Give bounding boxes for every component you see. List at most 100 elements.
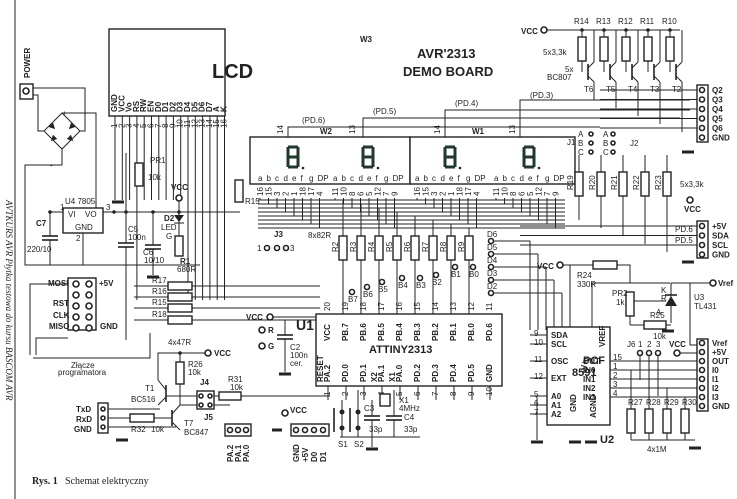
isp-pin xyxy=(85,302,93,310)
isp-pin xyxy=(85,291,93,299)
j6-pin[interactable] xyxy=(654,349,662,357)
aux-pin-label: D0 xyxy=(310,451,319,462)
svg-text:C: C xyxy=(603,148,609,157)
adc-pin-label: +5V xyxy=(712,348,727,357)
driver-resistor xyxy=(665,36,675,62)
pullup-resistor xyxy=(574,171,584,197)
u2-pin-number: 4 xyxy=(613,389,618,398)
segment-label: b xyxy=(342,174,347,183)
d-label: D5 xyxy=(487,243,498,252)
lcd-pins: GND1VCC2Vo3RS4RW5EN6D07D18D29D310D411D51… xyxy=(110,94,229,300)
lcd-pin-label: VCC xyxy=(117,95,126,112)
display-pin-number: 5 xyxy=(526,191,535,196)
segment-resistor xyxy=(392,235,402,261)
lcd-pin-label: D7 xyxy=(205,101,214,112)
switch-s2[interactable]: S2 xyxy=(349,408,364,449)
svg-text:10k: 10k xyxy=(151,425,165,434)
resistor-r25 xyxy=(643,320,667,330)
capacitor-c3: C3 33p xyxy=(364,400,383,447)
svg-text:(PD.6): (PD.6) xyxy=(302,116,325,125)
u2-pin-label: EXT xyxy=(551,374,567,383)
resistor-r1 xyxy=(174,235,184,257)
adc-pin xyxy=(698,384,706,392)
isp-miso: MISO xyxy=(49,322,69,331)
svg-text:8591: 8591 xyxy=(572,367,596,379)
isp-pin xyxy=(85,280,93,288)
svg-text:PR2: PR2 xyxy=(612,289,628,298)
display-pin-number: 2 xyxy=(439,191,448,196)
isp-pin xyxy=(85,324,93,332)
jumper-j2[interactable]: J2 A B C xyxy=(603,130,639,157)
segment-label: e xyxy=(449,174,454,183)
segment-label: a xyxy=(494,174,499,183)
svg-text:A: A xyxy=(578,130,584,139)
q-pin xyxy=(698,134,706,141)
u1-pin-number: 11 xyxy=(485,302,494,311)
display-pin-number: 10 xyxy=(340,187,349,196)
lcd-pin-label: RS xyxy=(132,100,141,112)
pa-pin-label: PA.2 xyxy=(226,444,235,462)
display-pin-number: 15 xyxy=(422,187,431,196)
segment-label: a xyxy=(415,174,420,183)
u1-pin-number: 17 xyxy=(377,302,386,311)
isp-resistor-ref: R15 xyxy=(152,298,167,307)
j3-pin1[interactable] xyxy=(263,244,271,252)
decimal-point xyxy=(537,166,541,170)
pullup-resistor-ref: R23 xyxy=(654,175,663,190)
i2c-connector[interactable] xyxy=(696,220,709,259)
capacitor-c7: C7 220/10 xyxy=(27,212,58,265)
q-connector[interactable] xyxy=(696,84,709,143)
segment-label: g xyxy=(309,174,313,183)
svg-text:10k: 10k xyxy=(188,368,202,377)
switch-s1[interactable]: S1 xyxy=(333,408,348,449)
u1-pin-label: PD.4 xyxy=(449,364,458,382)
svg-text:10k: 10k xyxy=(653,332,667,341)
u1-pin-label: PD.3 xyxy=(431,364,440,382)
svg-text:1: 1 xyxy=(257,244,262,253)
segment-resistor xyxy=(446,235,456,261)
svg-text:R26: R26 xyxy=(188,360,203,369)
j3-pin2[interactable] xyxy=(273,244,281,252)
adc-pin-label: I2 xyxy=(712,384,719,393)
aux-pin xyxy=(319,426,327,434)
segment-label: g xyxy=(545,174,549,183)
svg-text:D2: D2 xyxy=(164,214,175,223)
svg-text:R1: R1 xyxy=(180,257,191,266)
segment-label: d xyxy=(441,174,445,183)
j6-pin[interactable] xyxy=(645,349,653,357)
svg-text:R24: R24 xyxy=(577,271,592,280)
b-label: B2 xyxy=(432,278,442,287)
adc-resistor-ref: R30 xyxy=(682,398,697,407)
display-pin-number: 1 xyxy=(290,191,299,196)
b-label: B1 xyxy=(451,270,461,279)
u2-pin-number: 5 xyxy=(534,390,539,399)
svg-text:VCC: VCC xyxy=(290,406,307,415)
isp-pin xyxy=(72,280,80,288)
j6-pin-number: 2 xyxy=(647,340,652,349)
adc-resistor xyxy=(626,408,636,434)
serial-gnd: GND xyxy=(74,425,92,434)
u1-pin-number: 16 xyxy=(395,302,404,311)
svg-text:VCC: VCC xyxy=(537,262,554,271)
j6-pin[interactable] xyxy=(636,349,644,357)
segment-resistor xyxy=(338,235,348,261)
svg-text:BC847: BC847 xyxy=(184,428,209,437)
capacitor-c4: C4 33p xyxy=(386,390,418,437)
common-pin-number: 13 xyxy=(348,125,357,134)
aux-connector[interactable] xyxy=(290,423,330,437)
segment-resistor-ref: R2 xyxy=(331,241,340,252)
transistor-t1: T1 BC516 xyxy=(131,379,167,406)
lcd-pin-label: K xyxy=(220,106,229,112)
u1-pin-number: 14 xyxy=(431,302,440,311)
u1-pin-label: X1 xyxy=(388,372,397,382)
display-pin-number: 11 xyxy=(331,187,340,196)
decimal-point xyxy=(458,166,462,170)
display-pin-number: 9 xyxy=(391,191,400,196)
j3-pin3[interactable] xyxy=(282,244,290,252)
isp-resistor xyxy=(167,281,193,291)
u1-pin-label: PB.0 xyxy=(467,323,476,341)
u2-pin-number: 10 xyxy=(534,338,543,347)
adc-connector[interactable] xyxy=(696,338,709,412)
jumper-j1[interactable]: J1 A B C xyxy=(567,130,594,157)
segment-resistor-ref: R4 xyxy=(367,241,376,252)
